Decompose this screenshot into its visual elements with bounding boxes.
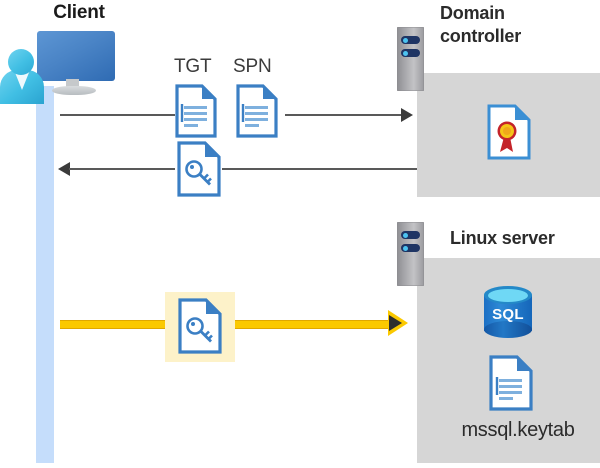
presented-ticket-key-document-icon: [178, 298, 222, 354]
rack-slot: [401, 36, 420, 44]
domain-controller-title: Domain controller: [440, 3, 522, 46]
db-cylinder-bottom: [484, 321, 532, 338]
server-rack-icon-domain-controller: [397, 27, 424, 91]
server-rack-icon-linux-server: [397, 222, 424, 286]
spn-document-icon: [236, 84, 278, 138]
sql-database-icon: SQL: [484, 286, 532, 340]
request-flow-line-right: [285, 114, 402, 116]
client-lifeline: [36, 86, 54, 463]
linux-server-title: Linux server: [450, 228, 555, 248]
request-flow-arrowhead: [401, 108, 413, 122]
client-workstation-icon: [0, 0, 130, 110]
monitor-base: [52, 86, 96, 95]
db-label: SQL: [492, 306, 524, 323]
response-flow-line-left: [69, 168, 175, 170]
request-flow-line-left: [60, 114, 175, 116]
db-cylinder-top-inner: [488, 288, 528, 302]
service-ticket-key-document-icon: [177, 141, 221, 197]
tgt-label: TGT: [174, 56, 212, 77]
monitor-screen: [37, 31, 115, 81]
rack-slot: [401, 244, 420, 252]
tgt-document-icon: [175, 84, 217, 138]
client-title: Client: [53, 2, 105, 23]
service-ticket-flow-arrowhead-inner: [389, 315, 402, 331]
certificate-icon: [487, 104, 531, 160]
rack-slot: [401, 49, 420, 57]
keytab-document-icon: [489, 355, 533, 411]
keytab-filename-label: mssql.keytab: [461, 419, 575, 441]
response-flow-line-right: [222, 168, 417, 170]
response-flow-arrowhead: [58, 162, 70, 176]
service-ticket-flow-line-left: [60, 320, 170, 329]
service-ticket-flow-line-right: [225, 320, 389, 329]
person-collar: [14, 70, 30, 90]
spn-label: SPN: [233, 56, 272, 77]
rack-slot: [401, 231, 420, 239]
person-head: [8, 49, 34, 75]
